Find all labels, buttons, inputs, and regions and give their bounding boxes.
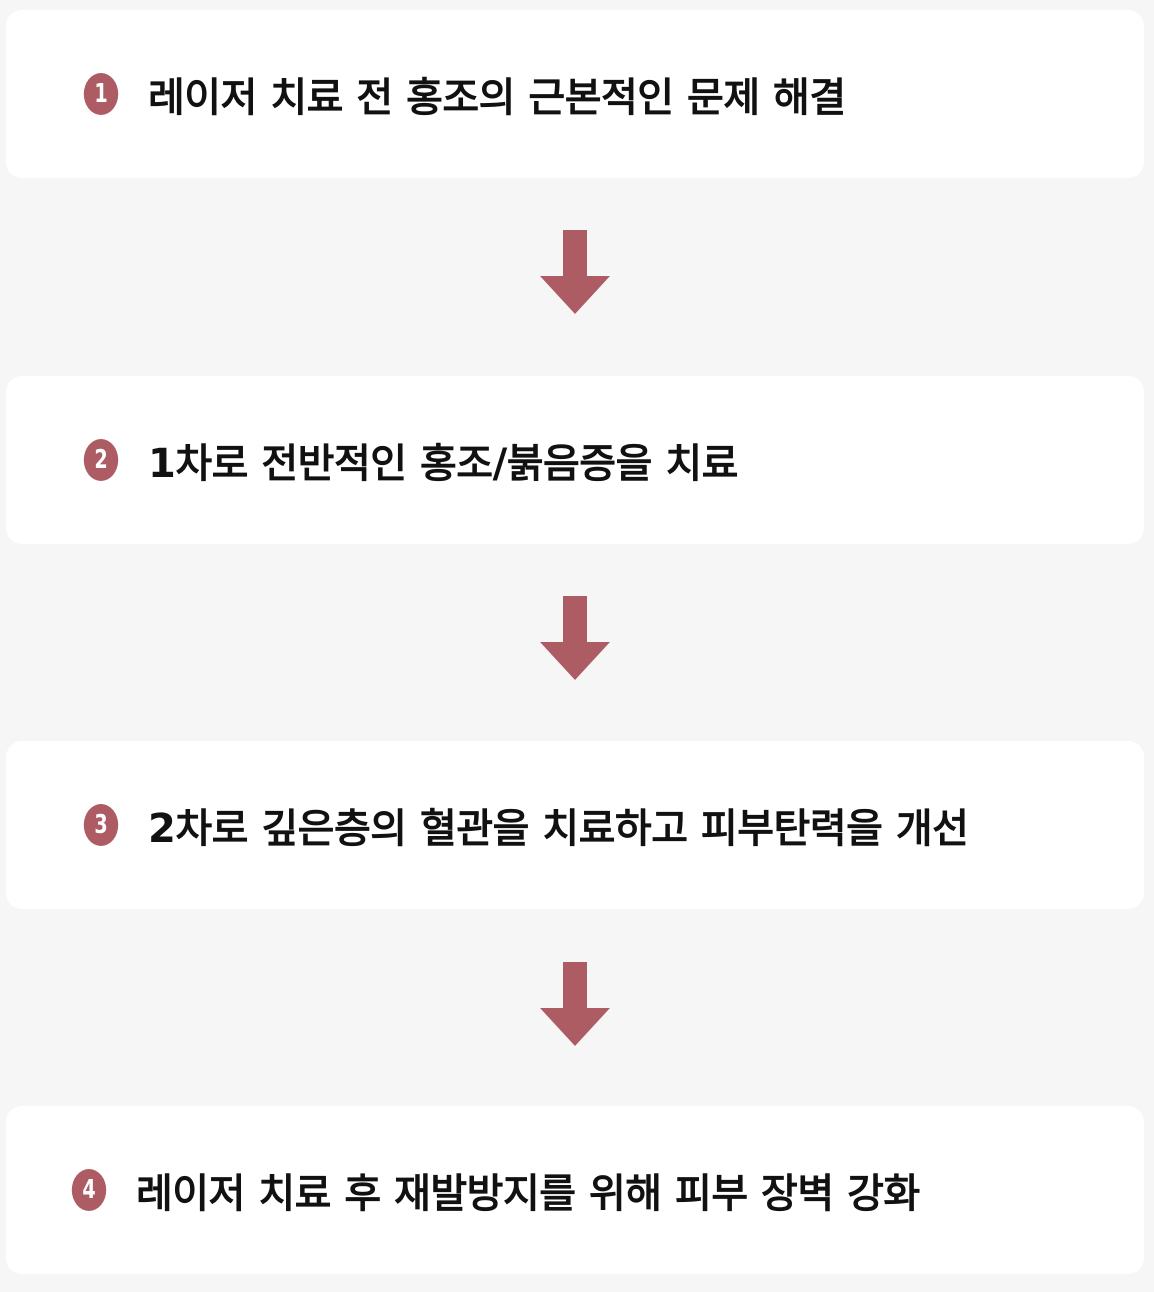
step-card-1: 1 레이저 치료 전 홍조의 근본적인 문제 해결 bbox=[6, 10, 1144, 178]
arrow-down-icon bbox=[540, 962, 610, 1046]
step-card-2: 2 1차로 전반적인 홍조/붉음증을 치료 bbox=[6, 376, 1144, 544]
step-number-badge: 1 bbox=[83, 73, 119, 115]
arrow-down-icon bbox=[540, 230, 610, 314]
arrow-down-icon bbox=[540, 596, 610, 680]
step-text: 레이저 치료 후 재발방지를 위해 피부 장벽 강화 bbox=[136, 1171, 920, 1217]
step-card-3: 3 2차로 깊은층의 혈관을 치료하고 피부탄력을 개선 bbox=[6, 741, 1144, 909]
step-text: 1차로 전반적인 홍조/붉음증을 치료 bbox=[148, 441, 738, 487]
step-text: 레이저 치료 전 홍조의 근본적인 문제 해결 bbox=[148, 75, 846, 121]
step-card-4: 4 레이저 치료 후 재발방지를 위해 피부 장벽 강화 bbox=[6, 1106, 1144, 1274]
step-number-badge: 3 bbox=[83, 804, 119, 846]
step-number-badge: 2 bbox=[83, 439, 119, 481]
step-number-badge: 4 bbox=[71, 1169, 107, 1211]
step-text: 2차로 깊은층의 혈관을 치료하고 피부탄력을 개선 bbox=[148, 806, 969, 852]
